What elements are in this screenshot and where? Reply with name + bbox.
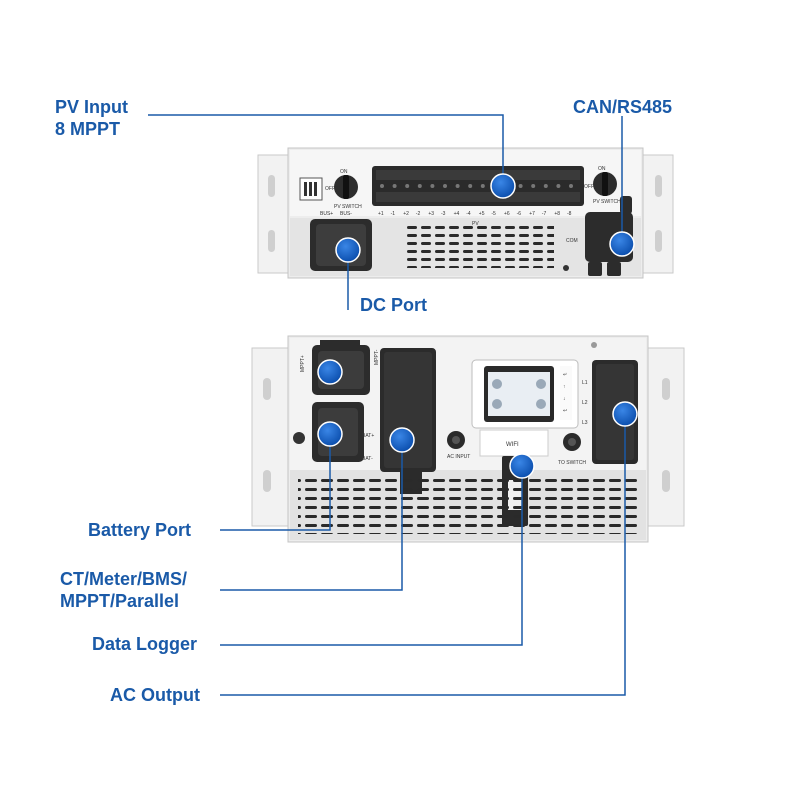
pv-terminal-pin [518,184,523,188]
pv-terminal-pin [405,184,410,188]
bottom-right-rack-ear [647,347,685,527]
pv-input-leader [148,114,504,185]
pv-terminal-label: -3 [441,211,446,217]
battery-port-leader [220,434,331,531]
battery-port-callout: Battery Port [88,520,192,540]
bus-minus-label: BUS- [340,211,352,217]
pv-terminal-label: +8 [554,211,560,217]
pv-terminal-label: +7 [529,211,535,217]
ct-meter-callout: CT/Meter/BMS/ MPPT/Parallel [60,568,187,612]
bottom-left-rack-ear [251,347,289,527]
wifi-label: WIFI [506,442,519,448]
svg-text:↓: ↓ [563,396,566,402]
svg-text:↵: ↵ [563,372,567,378]
dc-port-dot [335,237,361,263]
pv-terminal-pin [380,184,384,188]
pv-terminal-pin [392,184,397,188]
can-rs485-callout: CAN/RS485 [573,97,673,117]
can-rs485-dot [609,231,635,257]
svg-text:↑: ↑ [563,384,566,390]
pv-switch-right-on: ON [598,166,606,172]
pv-terminal-label: -4 [466,211,471,217]
to-switch-label: TO SWITCH [558,460,586,466]
pv-terminal-label: +5 [479,211,485,217]
ground-screw [293,432,305,444]
pv-label: PV [472,221,479,227]
callout-lines [148,114,626,696]
bat-plus-label: BAT+ [362,433,374,439]
pv-terminal-label: -8 [567,211,572,217]
ct-meter-line2: MPPT/Parallel [60,591,180,611]
battery-port-dot [317,421,343,447]
l1-label: L1 [582,380,588,386]
ac-output-callout: AC Output [110,685,200,705]
ac-output-dot [612,401,638,427]
pv-terminal-label: +6 [504,211,510,217]
l2-label: L2 [582,400,588,406]
pv-switch-left-label: PV SWITCH [334,204,362,210]
pv-terminal-pin [455,184,460,188]
pv-terminal-label: -2 [416,211,421,217]
pv-input-line1: PV Input [55,97,128,117]
pv-terminal-labels: +1 -1 +2 -2 +3 -3 +4 -4 +5 -5 +6 -6 +7 -7 +8 -8 [378,211,572,217]
pv-terminal-pin [556,184,561,188]
pv-terminal-pin [543,184,548,188]
ct-meter-line1: CT/Meter/BMS/ [60,569,188,589]
pv-terminal-pins [380,184,573,188]
bottom-vent-grille [298,478,638,534]
pv-terminal-pin [417,184,422,188]
mppt-dot [317,359,343,385]
dc-port-callout: DC Port [360,295,427,315]
pv-terminal-label: +2 [403,211,409,217]
pv-terminal-pin [468,184,473,188]
ct-meter-dot [389,427,415,453]
mppt-plus-label: MPPT+ [300,355,306,372]
pv-terminal-pin [531,184,536,188]
bus-plus-label: BUS+ [320,211,333,217]
pv-switch-left-on: ON [340,169,348,175]
top-right-rack-ear [642,154,674,274]
pv-terminal-label: +1 [378,211,384,217]
pv-terminal-label: -1 [391,211,396,217]
data-logger-leader [220,466,523,646]
pv-terminal-pin [443,184,447,188]
pv-terminal-label: +3 [428,211,434,217]
pv-switch-right-off: OFF [584,184,594,190]
lcd-buttons[interactable]: ↵ ↑ ↓ ↩ [560,366,572,420]
ct-meter-leader [220,440,403,591]
pv-switch-right-label: PV SWITCH [593,199,621,205]
top-vent-grille [404,226,554,268]
top-left-rack-ear [257,154,289,274]
data-logger-callout: Data Logger [92,634,198,654]
wifi-module[interactable] [479,429,549,457]
ac-input-label: AC INPUT [447,454,470,460]
pv-terminal-label: -6 [517,211,522,217]
pv-input-line2: 8 MPPT [55,119,121,139]
data-logger-dot [509,453,535,479]
callout-dots [317,173,638,479]
pv-input-callout: PV Input 8 MPPT [55,96,128,140]
l3-label: L3 [582,420,588,426]
mppt-minus-label: MPPT- [374,349,380,365]
top-inverter-unit: PV SWITCH ON OFF +1 -1 +2 -2 +3 -3 +4 -4 +5 -5 +6 -… [257,147,674,279]
pv-terminal-label: -7 [542,211,547,217]
pv-switch-left-off: OFF [325,186,335,192]
pv-terminal-label: +4 [454,211,460,217]
svg-text:↩: ↩ [563,408,567,414]
pv-input-dot [490,173,516,199]
pv-terminal-pin [430,184,435,188]
bottom-inverter-unit: MPPT+ MPPT- BAT+ BAT- AC INPUT ↵ ↑ ↓ ↩ [251,335,685,543]
pv-terminal-label: -5 [491,211,496,217]
com-label: COM [566,238,578,244]
ac-output-leader [220,414,626,696]
pv-terminal-pin [480,184,485,188]
bat-minus-label: BAT- [362,456,373,462]
pv-terminal-pin [569,184,573,188]
